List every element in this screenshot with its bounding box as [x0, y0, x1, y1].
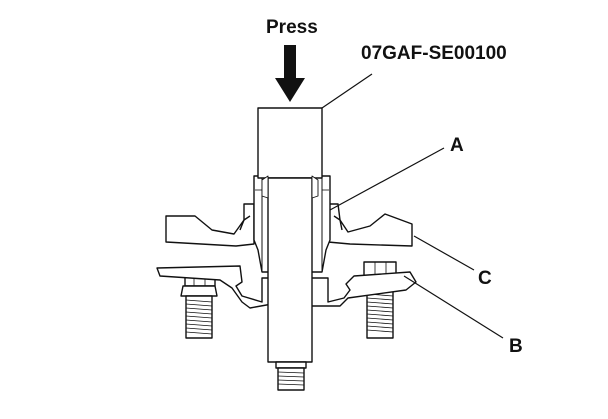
press-label: Press: [266, 17, 318, 38]
knuckle-support: [165, 203, 413, 247]
leader-a: [329, 147, 445, 211]
leader-lines: [321, 73, 504, 339]
leader-tool: [321, 73, 373, 109]
tool-part-number-label: 07GAF-SE00100: [361, 43, 507, 64]
callout-b-label: B: [509, 336, 523, 357]
press-arrow: [275, 45, 305, 102]
driver-tool: [257, 107, 323, 391]
callout-a-label: A: [450, 135, 464, 156]
callout-c-label: C: [478, 268, 492, 289]
leader-b: [403, 275, 504, 339]
leader-c: [413, 235, 475, 271]
